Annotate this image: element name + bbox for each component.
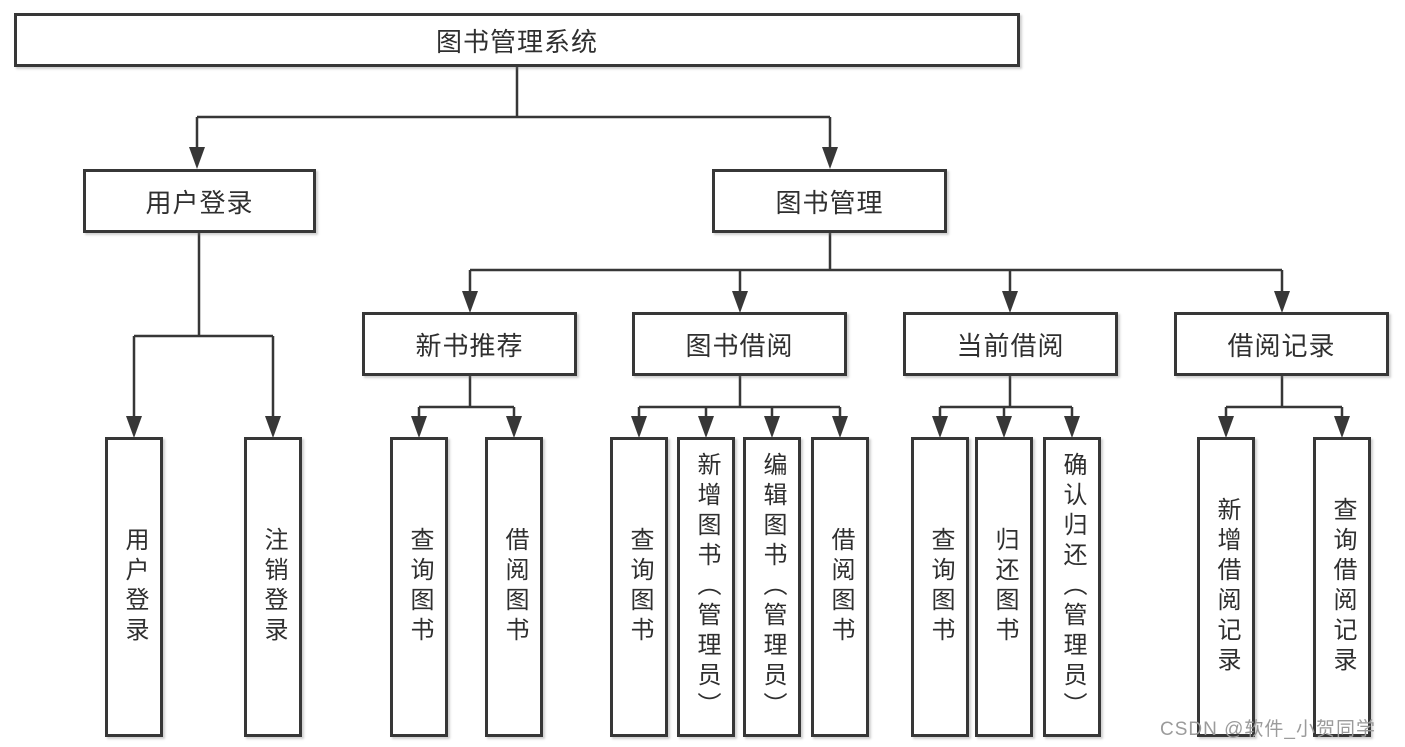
node-book-management: 图书管理 bbox=[712, 169, 947, 233]
leaf-confirm-return-admin-label: 确认归还（管理员） bbox=[1059, 452, 1086, 722]
leaf-query-books-borrow-label: 查询图书 bbox=[626, 527, 653, 647]
leaf-query-borrow-record: 查询借阅记录 bbox=[1313, 437, 1371, 737]
node-new-book-recommend: 新书推荐 bbox=[362, 312, 577, 376]
node-current-borrow-label: 当前借阅 bbox=[956, 330, 1065, 361]
node-new-book-recommend-label: 新书推荐 bbox=[415, 330, 524, 361]
leaf-add-book-admin-label: 新增图书（管理员） bbox=[693, 452, 720, 722]
leaf-confirm-return-admin: 确认归还（管理员） bbox=[1043, 437, 1101, 737]
csdn-watermark: CSDN @软件_小贺同学 bbox=[1160, 719, 1376, 740]
leaf-add-borrow-record-label: 新增借阅记录 bbox=[1213, 497, 1240, 677]
leaf-add-borrow-record: 新增借阅记录 bbox=[1197, 437, 1255, 737]
node-user-login-label: 用户登录 bbox=[145, 187, 254, 218]
leaf-edit-book-admin: 编辑图书（管理员） bbox=[743, 437, 801, 737]
leaf-add-book-admin: 新增图书（管理员） bbox=[677, 437, 735, 737]
leaf-borrow-books-recommend: 借阅图书 bbox=[485, 437, 543, 737]
leaf-borrow-books-recommend-label: 借阅图书 bbox=[501, 527, 528, 647]
node-root-label: 图书管理系统 bbox=[435, 26, 598, 57]
leaf-return-book-label: 归还图书 bbox=[991, 527, 1018, 647]
node-borrow-records-label: 借阅记录 bbox=[1227, 330, 1336, 361]
node-current-borrow: 当前借阅 bbox=[903, 312, 1118, 376]
leaf-query-books-recommend-label: 查询图书 bbox=[406, 527, 433, 647]
leaf-user-login-label: 用户登录 bbox=[121, 527, 148, 647]
leaf-query-borrow-record-label: 查询借阅记录 bbox=[1329, 497, 1356, 677]
leaf-edit-book-admin-label: 编辑图书（管理员） bbox=[759, 452, 786, 722]
leaf-user-login: 用户登录 bbox=[105, 437, 163, 737]
leaf-return-book: 归还图书 bbox=[975, 437, 1033, 737]
leaf-borrow-books-label: 借阅图书 bbox=[827, 527, 854, 647]
leaf-borrow-books: 借阅图书 bbox=[811, 437, 869, 737]
node-book-management-label: 图书管理 bbox=[775, 187, 884, 218]
leaf-logout: 注销登录 bbox=[244, 437, 302, 737]
node-book-borrow-label: 图书借阅 bbox=[685, 330, 794, 361]
leaf-query-books-borrow: 查询图书 bbox=[610, 437, 668, 737]
leaf-query-books-current: 查询图书 bbox=[911, 437, 969, 737]
node-borrow-records: 借阅记录 bbox=[1174, 312, 1389, 376]
node-user-login: 用户登录 bbox=[83, 169, 316, 233]
leaf-logout-label: 注销登录 bbox=[260, 527, 287, 647]
node-book-borrow: 图书借阅 bbox=[632, 312, 847, 376]
leaf-query-books-current-label: 查询图书 bbox=[927, 527, 954, 647]
leaf-query-books-recommend: 查询图书 bbox=[390, 437, 448, 737]
node-root: 图书管理系统 bbox=[14, 13, 1020, 67]
